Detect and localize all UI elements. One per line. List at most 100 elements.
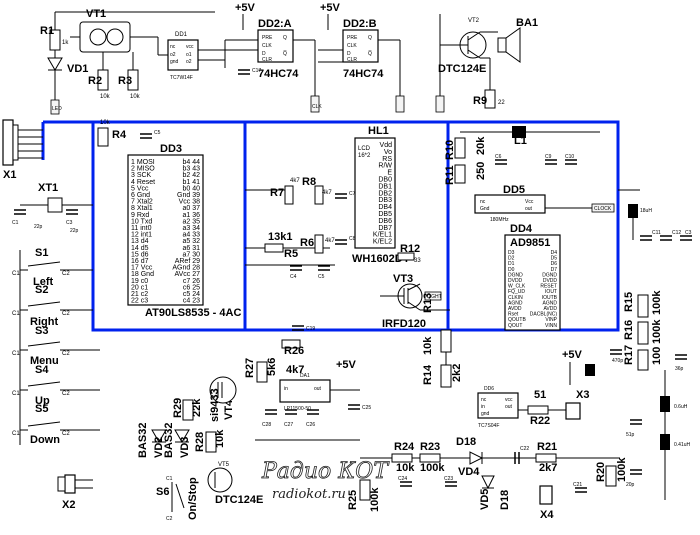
svg-text:C10: C10 xyxy=(565,154,574,160)
svg-text:0.41uH: 0.41uH xyxy=(674,442,691,448)
button-s3[interactable]: S3 C1 C2 Menu xyxy=(12,325,100,367)
svg-text:20p: 20p xyxy=(626,482,635,488)
button-s1[interactable]: S1 C1 C2 Left xyxy=(12,247,80,288)
svg-text:C23: C23 xyxy=(444,476,453,482)
dd3-pin-label: a1 36 xyxy=(182,212,200,219)
dd3-pin-label: 20 c1 xyxy=(131,284,148,291)
dd3-pin-label: b0 40 xyxy=(182,185,200,192)
r22-value: 51 xyxy=(534,389,546,401)
dd3-pin-label: 14 d5 xyxy=(131,245,149,252)
s1-ref: S1 xyxy=(35,247,48,259)
r28-ref: R28 xyxy=(194,432,206,452)
button-s2[interactable]: S2 C1 C2 Right xyxy=(12,284,93,328)
dd3-pin-label: c6 25 xyxy=(183,284,200,291)
r26-value: 4k7 xyxy=(286,364,304,376)
button-s5[interactable]: S5 C1 C2 Down xyxy=(12,403,100,446)
dd3-pin-label: 12 int1 xyxy=(131,232,152,239)
r25-ref: R25 xyxy=(347,490,359,510)
s4-label: Up xyxy=(35,395,50,407)
s3-ref: S3 xyxy=(35,325,48,337)
vt5-ref: VT5 xyxy=(218,462,230,468)
r4-value: 10k xyxy=(100,120,111,126)
svg-text:C4: C4 xyxy=(290,274,297,280)
svg-text:vcc: vcc xyxy=(505,397,513,403)
svg-text:36p: 36p xyxy=(675,366,684,372)
r8-ref: R8 xyxy=(302,176,316,188)
hl1-pin-label: DB1 xyxy=(378,183,392,190)
dd3-ref: DD3 xyxy=(160,143,182,155)
dd4-pin-label: RESET xyxy=(540,284,557,290)
vd2-part: BAS32 xyxy=(137,423,149,458)
dd2b-ref: DD2:B xyxy=(343,18,377,30)
svg-text:C22: C22 xyxy=(520,446,529,452)
r17-ref: R17 xyxy=(623,345,635,365)
r6-value: 4k7 xyxy=(325,238,335,244)
dd4-pin-label: IOUTB xyxy=(542,295,558,301)
vd5-ref: VD5 xyxy=(479,489,491,510)
r9-ref: R9 xyxy=(473,95,487,107)
r21-value: 2k7 xyxy=(539,462,557,474)
dd3-pin-label: a6 31 xyxy=(182,245,200,252)
s6-label: On/Stop xyxy=(187,477,199,520)
pwr-5v-d: +5V xyxy=(562,349,583,361)
dd1-ref: DD1 xyxy=(175,32,188,38)
x2-ref: X2 xyxy=(62,499,75,511)
svg-text:22p: 22p xyxy=(34,224,43,230)
dd3-pin-label: b2 42 xyxy=(182,172,200,179)
svg-text:22p: 22p xyxy=(70,228,79,234)
r24-ref: R24 xyxy=(394,441,415,453)
dd3-pin-label: 19 c0 xyxy=(131,278,148,285)
svg-text:nc: nc xyxy=(481,397,487,403)
dd4-pin-label: QOUTB xyxy=(508,317,526,323)
svg-text:C3: C3 xyxy=(685,230,692,236)
hl1-pin-label: DB6 xyxy=(378,218,392,225)
bottom-row: R24 10k R23 100k D18 VD4 R21 2k7 C22 VD5… xyxy=(347,436,628,521)
hl1-ref: HL1 xyxy=(368,125,389,137)
svg-text:51p: 51p xyxy=(626,432,635,438)
r21-ref: R21 xyxy=(537,441,557,453)
dd3-pin-label: a4 33 xyxy=(182,232,200,239)
watermark-site: radiokot.ru xyxy=(272,487,346,502)
svg-text:C2: C2 xyxy=(62,271,70,277)
dd2a-part: 74HC74 xyxy=(258,68,299,80)
da1-ref: DA1 xyxy=(300,373,310,379)
dd3-pin-label: 17 Vcc xyxy=(131,265,153,272)
dd3-part: AT90LS8535 - 4AC xyxy=(145,307,241,319)
r3-value: 10k xyxy=(130,94,141,100)
r28-value: 10k xyxy=(214,429,226,448)
dd3-pin-label: 7 Xtal2 xyxy=(131,199,153,206)
dd3-pin-label: 13 d4 xyxy=(131,238,149,245)
dd3-pin-label: 6 Gnd xyxy=(131,192,150,199)
s4-ref: S4 xyxy=(35,364,49,376)
svg-text:C25: C25 xyxy=(362,405,371,411)
vt4-part: si9433 xyxy=(209,388,221,422)
watermark: Радио КОТ radiokot.ru xyxy=(261,459,391,502)
dd4-pin-label: Rset xyxy=(508,312,519,318)
svg-text:C1: C1 xyxy=(12,391,20,397)
svg-text:CLOCK: CLOCK xyxy=(594,206,612,212)
opto-section: R1 1k VD1 LED VT1 R2 10k R3 10k DD1 nc o… xyxy=(40,8,225,115)
dd4-pin-label: D0 xyxy=(508,267,515,273)
r1-value: 1k xyxy=(62,40,69,46)
dd1-pin-label: nc xyxy=(170,44,176,50)
watermark-brand: Радио КОТ xyxy=(261,459,390,484)
hl1-pin-label: Vo xyxy=(384,149,392,156)
svg-text:C27: C27 xyxy=(284,422,293,428)
buttons-column xyxy=(19,250,93,445)
r11-value: 250 xyxy=(475,162,487,180)
svg-text:C11: C11 xyxy=(652,230,661,236)
dd3-pin-label: a3 34 xyxy=(182,225,200,232)
r12-ref: R12 xyxy=(400,243,420,255)
dd4-pin-label: VINN xyxy=(545,323,557,329)
dd4-pin-label: D4 xyxy=(551,250,558,256)
da1-pin-label: out xyxy=(314,386,322,392)
mid-resistors: R7 4k7 R8 4k7 C7 13k1 R5 R6 4k7 C8 C4 C5 xyxy=(245,176,356,280)
dd4-pin-label: AGND xyxy=(508,300,523,306)
button-s4[interactable]: S4 C1 C2 Up xyxy=(12,364,100,407)
da1-part: LP11500-50 xyxy=(284,406,311,412)
r15-value: 100k xyxy=(651,290,663,315)
hl1-pin-label: R/W xyxy=(378,163,392,170)
dd3-pin-label: 4 Reset xyxy=(131,179,155,186)
s2-label: Right xyxy=(30,316,58,328)
